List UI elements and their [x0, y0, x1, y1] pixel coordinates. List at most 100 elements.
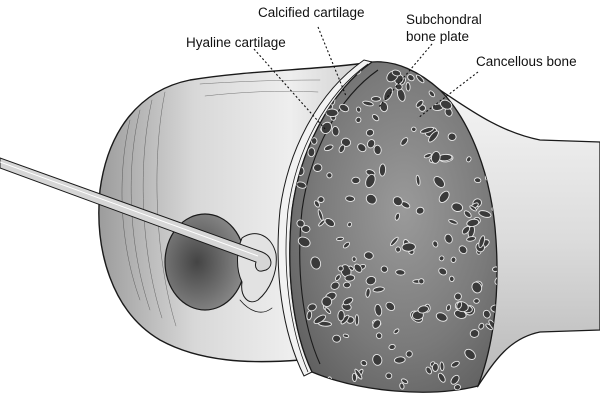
trabecular-pore [331, 125, 340, 137]
trabecular-pore [395, 269, 406, 276]
trabecular-pore [415, 99, 424, 108]
trabecular-pore [365, 275, 377, 286]
trabecular-pore [317, 196, 325, 203]
trabecular-pore [297, 236, 311, 248]
trabecular-pore [438, 190, 450, 203]
trabecular-pore [430, 151, 441, 164]
trabecular-pore [313, 314, 327, 325]
trabecular-pore [392, 196, 403, 207]
trabecular-pore [385, 372, 393, 380]
trabecular-pore [438, 267, 448, 276]
trabecular-pore [375, 332, 383, 340]
trabecular-pore [380, 265, 389, 273]
trabecular-pore [342, 241, 351, 249]
trabecular-pore [310, 137, 318, 145]
trabecular-pore [478, 235, 486, 249]
trabecular-pore [437, 372, 446, 383]
trabecular-pore [323, 144, 334, 152]
trabecular-pore [466, 156, 472, 163]
trabecular-pore [496, 71, 498, 78]
trabecular-pore [351, 372, 357, 383]
trabecular-pore [330, 281, 340, 290]
trabecular-pore [360, 360, 368, 367]
trabecular-pore [478, 322, 485, 330]
trabecular-pore [418, 278, 425, 285]
calcified-cartilage-layer [285, 63, 369, 373]
label-calcified-cartilage: Calcified cartilage [258, 5, 365, 20]
trabecular-pore [428, 130, 439, 143]
trabecular-pore [363, 251, 374, 260]
trabecular-pore [444, 233, 453, 244]
trabecular-pore [458, 245, 468, 255]
trabecular-pore [313, 163, 323, 172]
trabecular-pore [388, 343, 396, 351]
subchondral-bone-plate [299, 69, 379, 365]
trabecular-pore [378, 163, 387, 177]
trabecular-pore [354, 314, 360, 326]
trabecular-pore [450, 360, 460, 368]
trabecular-pore [464, 348, 476, 360]
trabecular-pore [365, 128, 375, 137]
trabecular-pore [415, 206, 425, 215]
label-subchondral-line2: bone plate [406, 29, 469, 44]
trabecular-pore [405, 82, 411, 92]
trabecular-pore [362, 100, 374, 107]
trabecular-pore [438, 70, 445, 78]
trabecular-pore [447, 132, 457, 141]
trabecular-pore [473, 298, 480, 304]
trabecular-pore [326, 172, 333, 179]
trabecular-pore [332, 334, 342, 343]
trabecular-pore [438, 255, 445, 262]
trabecular-pore [393, 356, 406, 364]
trabecular-pore [353, 263, 363, 273]
trabecular-pore [433, 176, 445, 188]
trabecular-pore [490, 304, 498, 314]
trabecular-pore [445, 304, 452, 312]
trabecular-pore [395, 246, 401, 253]
trabecular-pore [425, 366, 432, 375]
trabecular-pore [439, 99, 453, 110]
trabecular-pore [371, 113, 380, 122]
trabecular-pore [345, 195, 356, 202]
trabecular-pore [471, 281, 483, 294]
leader-subchondral [377, 43, 433, 109]
trabecular-pore [477, 103, 490, 112]
trabecular-pore [372, 354, 383, 366]
trabecular-pore [357, 143, 367, 153]
trabecular-pore [355, 116, 362, 124]
trabecular-pore [334, 274, 341, 281]
trabecular-pore [351, 256, 357, 262]
trabecular-pore [355, 106, 362, 113]
trabecular-pore [365, 287, 371, 298]
trabecular-pore [461, 225, 471, 235]
trabecular-pore [365, 193, 377, 205]
trabecular-pore [405, 350, 413, 358]
trabecular-pore [423, 153, 432, 159]
trabecular-pore [393, 328, 400, 335]
trabecular-pore [439, 361, 445, 372]
trabecular-pore [321, 296, 333, 308]
trabecular-pore [469, 329, 480, 338]
trabecular-pore [469, 205, 477, 212]
trabecular-pore [373, 144, 382, 156]
trabecular-pore [301, 225, 311, 233]
trabecular-pore [306, 310, 313, 321]
label-hyaline-cartilage: Hyaline cartilage [186, 35, 286, 50]
leader-cancellous [417, 71, 479, 119]
trabecular-pore [365, 173, 376, 189]
trabecular-pore [494, 276, 498, 285]
trabecular-pore [415, 74, 425, 84]
trabecular-pore [370, 96, 382, 102]
trabecular-pore [348, 265, 355, 271]
trabecular-pore [313, 200, 320, 208]
trabecular-pore [344, 274, 356, 282]
trabecular-pore [296, 219, 305, 228]
trabecular-pore [428, 69, 434, 76]
trabecular-pore [401, 378, 409, 384]
trabecular-pore [400, 137, 409, 146]
trabecular-pore [484, 95, 493, 102]
cancellous-bone-section [289, 61, 498, 393]
trabecular-pore [450, 256, 457, 263]
trabecular-pore [354, 368, 363, 380]
